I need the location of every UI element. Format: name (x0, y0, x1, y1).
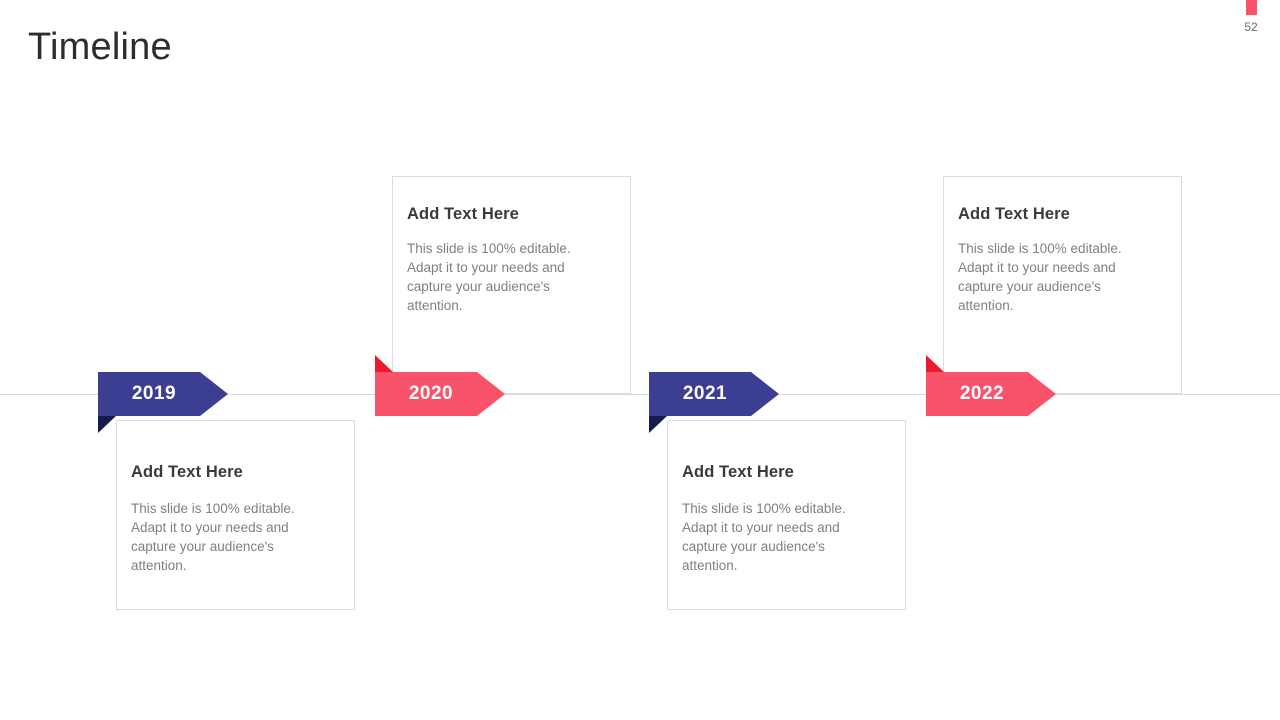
milestone-card-2022[interactable]: Add Text Here This slide is 100% editabl… (943, 176, 1182, 394)
arrow-shaft (649, 372, 751, 416)
milestone-year-label: 2022 (959, 383, 1005, 404)
milestone-arrow-2019[interactable]: 2019 (98, 372, 228, 433)
card-heading: Add Text Here (682, 463, 794, 481)
milestone-card-2021[interactable]: Add Text Here This slide is 100% editabl… (667, 420, 906, 610)
milestone-arrow-2021[interactable]: 2021 (649, 372, 779, 433)
card-heading: Add Text Here (958, 205, 1070, 223)
card-body: This slide is 100% editable. Adapt it to… (407, 241, 571, 313)
arrow-fold-icon (926, 355, 944, 372)
milestone-year-label: 2020 (408, 383, 454, 404)
milestone-card-2020[interactable]: Add Text Here This slide is 100% editabl… (392, 176, 631, 394)
card-heading: Add Text Here (131, 463, 243, 481)
arrow-head-icon (477, 372, 505, 416)
arrow-shaft (926, 372, 1028, 416)
arrow-fold-icon (375, 355, 393, 372)
milestone-year-label: 2019 (131, 383, 177, 404)
page-number: 52 (1244, 20, 1258, 34)
arrow-head-icon (200, 372, 228, 416)
card-body: This slide is 100% editable. Adapt it to… (131, 501, 295, 573)
card-heading: Add Text Here (407, 205, 519, 223)
arrow-fold-icon (649, 416, 667, 433)
arrow-head-icon (1028, 372, 1056, 416)
milestone-arrow-2020[interactable]: 2020 (375, 355, 505, 416)
arrow-shaft (375, 372, 477, 416)
milestone-card-2019[interactable]: Add Text Here This slide is 100% editabl… (116, 420, 355, 610)
arrow-shaft (98, 372, 200, 416)
milestone-year-label: 2021 (682, 383, 728, 404)
card-body: This slide is 100% editable. Adapt it to… (958, 241, 1122, 313)
corner-accent-marker (1246, 0, 1257, 15)
page-title: Timeline (28, 26, 172, 68)
arrow-fold-icon (98, 416, 116, 433)
milestone-arrow-2022[interactable]: 2022 (926, 355, 1056, 416)
timeline-axis-line (0, 394, 1280, 395)
arrow-head-icon (751, 372, 779, 416)
card-body: This slide is 100% editable. Adapt it to… (682, 501, 846, 573)
